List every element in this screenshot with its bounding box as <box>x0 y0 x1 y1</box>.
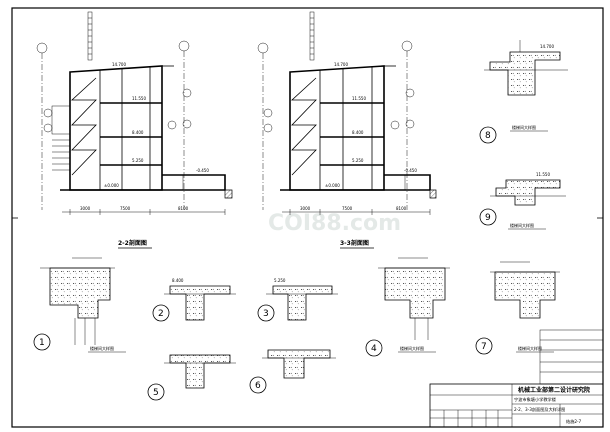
sheet-border <box>11 7 604 428</box>
company-name: 机械工业部第二设计研究院 <box>518 386 590 394</box>
section-3-3: 3000 7500 8100 14.700 11.550 8.400 5.250… <box>257 11 437 249</box>
elevation-mark: ±0.000 <box>104 183 119 188</box>
detail-number: 7 <box>481 342 487 352</box>
watermark: COI88.com <box>268 211 401 236</box>
detail-8: 14.700 8 楼梯间大样图 <box>479 40 568 144</box>
drawing-title: 2-2、3-3剖面图及大样详图 <box>514 406 565 413</box>
section-2-2: 3000 7500 8100 14.700 11.550 8.400 5.250… <box>36 11 233 249</box>
elevation-mark: 8.400 <box>172 278 184 283</box>
dim-text: 7500 <box>120 206 131 211</box>
elevation-mark: -0.450 <box>404 168 417 173</box>
detail-7: 7 楼梯间大样图 <box>475 261 560 355</box>
elevation-mark: 14.700 <box>334 62 348 67</box>
detail-4: 4 楼梯间大样图 <box>365 257 450 357</box>
section-title: 3-3剖面图 <box>340 239 369 247</box>
dim-text: 8100 <box>178 206 189 211</box>
detail-caption: 楼梯间大样图 <box>510 222 534 228</box>
dim-text: 8100 <box>396 206 407 211</box>
dim-text: 3000 <box>300 206 311 211</box>
drawing-number: 结施2-7 <box>566 418 582 425</box>
elevation-mark: ±0.000 <box>325 183 340 188</box>
detail-3: 5.250 3 <box>257 278 338 322</box>
detail-number: 2 <box>158 309 164 319</box>
detail-6: 6 <box>249 349 336 394</box>
elevation-mark: 5.250 <box>132 158 144 163</box>
detail-number: 3 <box>263 309 269 319</box>
elevation-mark: 5.250 <box>274 278 286 283</box>
dim-text: 3000 <box>80 206 91 211</box>
detail-2: 8.400 2 <box>152 278 236 322</box>
section-title: 2-2剖面图 <box>118 239 147 247</box>
detail-caption: 楼梯间大样图 <box>512 124 536 130</box>
detail-number: 8 <box>485 131 491 141</box>
detail-caption: 楼梯间大样图 <box>90 345 114 351</box>
detail-number: 1 <box>39 338 45 348</box>
elevation-mark: 8.400 <box>132 130 144 135</box>
elevation-mark: 5.250 <box>352 158 364 163</box>
elevation-mark: 8.400 <box>352 130 364 135</box>
detail-number: 9 <box>485 213 491 223</box>
detail-9: 11.550 9 楼梯间大样图 <box>479 172 566 230</box>
detail-number: 4 <box>371 344 377 354</box>
detail-number: 6 <box>255 381 261 391</box>
elevation-mark: 14.700 <box>540 44 554 49</box>
detail-caption: 楼梯间大样图 <box>518 345 542 351</box>
elevation-mark: 11.550 <box>536 172 550 177</box>
elevation-mark: -0.450 <box>196 168 209 173</box>
elevation-mark: 14.700 <box>112 62 126 67</box>
detail-caption: 楼梯间大样图 <box>400 345 424 351</box>
revision-table <box>539 329 604 385</box>
detail-number: 5 <box>153 388 159 398</box>
elevation-mark: 11.550 <box>352 96 366 101</box>
detail-1: 1 楼梯间大样图 <box>33 257 126 353</box>
title-block: 机械工业部第二设计研究院 宁波市象塘小学教学楼 2-2、3-3剖面图及大样详图 … <box>429 383 604 428</box>
elevation-mark: 11.550 <box>132 96 146 101</box>
detail-5: 5 <box>147 354 236 401</box>
dim-text: 7500 <box>342 206 353 211</box>
project-name: 宁波市象塘小学教学楼 <box>514 396 556 403</box>
